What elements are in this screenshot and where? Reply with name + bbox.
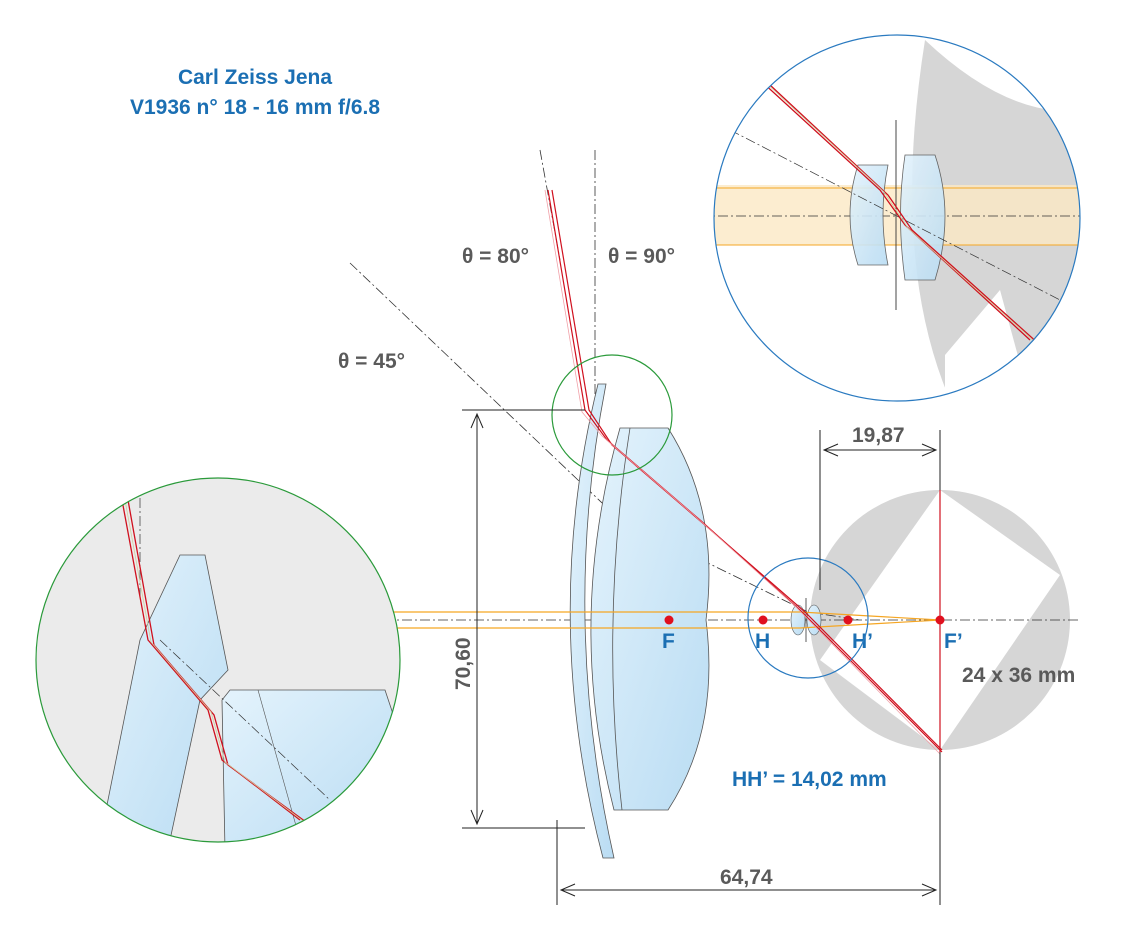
cardinal-points bbox=[664, 615, 945, 625]
axial-ray-top-conv bbox=[799, 611, 941, 621]
chief-ray-45 bbox=[349, 262, 621, 521]
dim-format: 24 x 36 mm bbox=[962, 664, 1075, 687]
dim-hh: HH’ = 14,02 mm bbox=[732, 768, 887, 791]
point-H-dot bbox=[758, 615, 768, 625]
cemented-surface bbox=[612, 427, 631, 811]
inset-front-detail bbox=[35, 477, 401, 843]
dim-diameter: 70,60 bbox=[452, 637, 475, 690]
dim-length: 64,74 bbox=[720, 866, 773, 889]
label-H: H bbox=[755, 630, 770, 653]
lens-title: Carl Zeiss Jena bbox=[177, 66, 333, 89]
dim-back-focus: 19,87 bbox=[852, 424, 905, 447]
point-F-dot bbox=[664, 615, 674, 625]
axial-beam bbox=[350, 611, 941, 629]
front-meniscus-group bbox=[569, 383, 710, 859]
oblique-ray-c bbox=[544, 189, 941, 755]
label-H-prime: H’ bbox=[852, 630, 873, 653]
dimension-lines bbox=[462, 409, 941, 905]
zoom-marker-green bbox=[551, 354, 673, 476]
angle-45: θ = 45° bbox=[338, 350, 405, 373]
point-H-prime-dot bbox=[843, 615, 853, 625]
angle-90: θ = 90° bbox=[608, 245, 675, 268]
chief-ray-45b bbox=[619, 519, 809, 613]
lens-subtitle: V1936 n° 18 - 16 mm f/6.8 bbox=[129, 96, 381, 119]
zoom-marker-blue bbox=[747, 557, 869, 679]
oblique-rays bbox=[544, 189, 943, 755]
axial-ray-bottom-conv bbox=[799, 619, 941, 629]
label-F: F bbox=[662, 630, 675, 653]
front-element-2 bbox=[590, 427, 710, 811]
point-F-prime-dot bbox=[935, 615, 945, 625]
front-meniscus bbox=[569, 383, 615, 859]
angle-80: θ = 80° bbox=[462, 245, 529, 268]
label-F-prime: F’ bbox=[944, 630, 963, 653]
inset-rear-detail bbox=[713, 34, 1081, 402]
